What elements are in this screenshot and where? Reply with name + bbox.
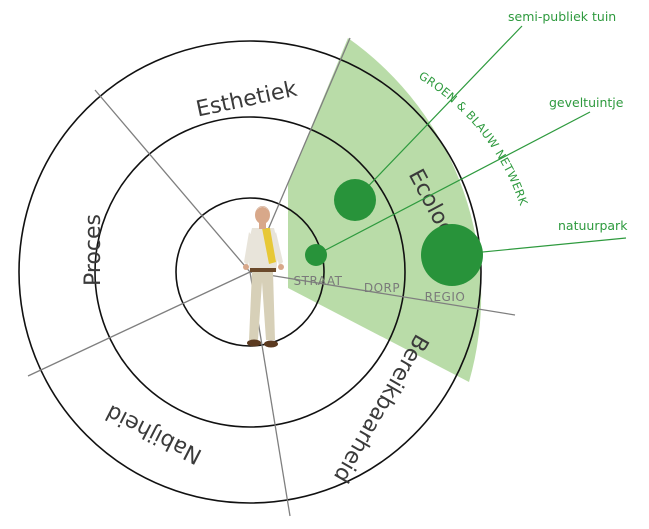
scale-label-regio: REGIO [425,290,466,304]
callout-label-semi-publiek-tuin: semi-publiek tuin [508,9,616,24]
callout-label-geveltuintje: geveltuintje [549,95,624,110]
spoke-ecologie-bereikbaarheid [249,271,516,316]
sector-label-nabijheid: Nabijheid [102,399,206,468]
sector-label-proces: Proces [81,214,106,286]
scale-label-dorp: DORP [364,281,400,295]
spoke-proces-esthetiek [94,89,251,273]
callout-label-natuurpark: natuurpark [558,218,628,233]
sector-label-esthetiek: Esthetiek [194,77,300,123]
spoke-nabijheid-proces [27,271,251,377]
ecology-sector [288,38,482,382]
ring-straat [175,197,325,347]
scale-label-straat: STRAAT [294,274,343,288]
ring-regio [18,40,482,504]
callout-line-semi-publiek-tuin [354,25,523,201]
callout-line-geveltuintje [315,111,591,256]
ring-dorp [94,116,406,428]
dot-geveltuintje [305,244,327,266]
standing-man-icon [243,206,284,348]
dot-natuurpark [421,224,483,286]
dot-semi-publiek-tuin [334,179,376,221]
